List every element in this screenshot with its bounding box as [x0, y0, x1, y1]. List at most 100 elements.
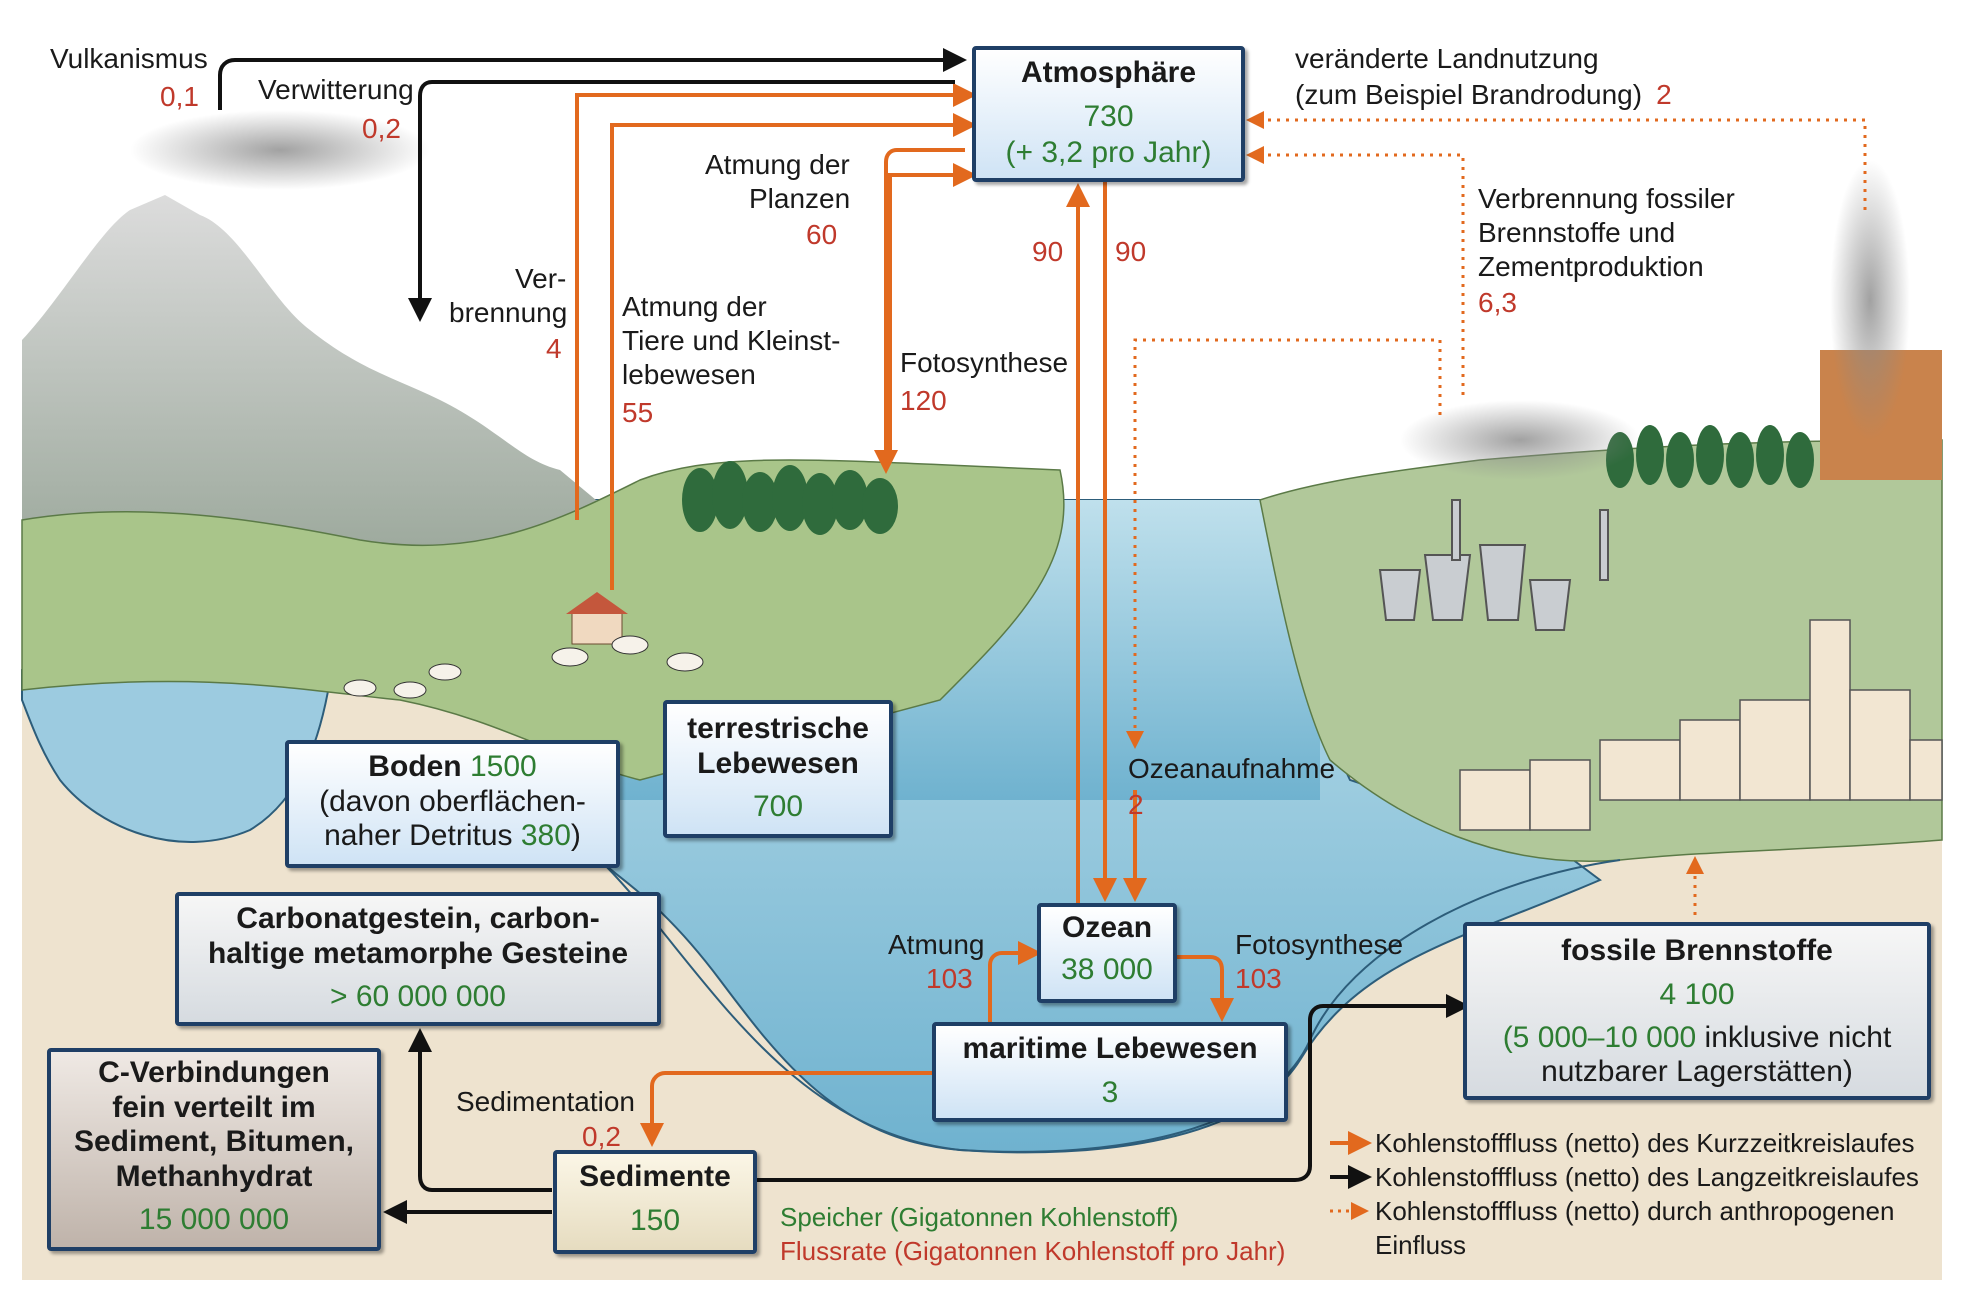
- legend-anthropogenic-2: Einfluss: [1375, 1230, 1467, 1260]
- marine-photo-value: 103: [1235, 963, 1282, 994]
- fossil-line3: nutzbarer Lagerstätten): [1541, 1055, 1853, 1088]
- fossil-burning-label-2: Brennstoffe und: [1478, 217, 1676, 248]
- anthropogenic-arrows: [1126, 111, 1867, 915]
- atmosphere-box: Atmosphäre 730 (+ 3,2 pro Jahr): [972, 46, 1245, 182]
- marine-title: maritime Lebewesen: [962, 1032, 1258, 1065]
- city: [1459, 619, 1943, 831]
- sediments-title: Sedimente: [579, 1160, 731, 1193]
- forest: [682, 461, 898, 535]
- arrow-sedimentation: [640, 1071, 935, 1147]
- power-plant: [1378, 499, 1609, 631]
- atmosphere-note: (+ 3,2 pro Jahr): [1005, 135, 1212, 169]
- short-cycle-arrows: [575, 83, 1234, 1147]
- legend-arrows: [1330, 1131, 1372, 1220]
- animal-resp-value: 55: [622, 397, 654, 428]
- weathering-value: 0,2: [362, 113, 401, 144]
- key-storage: Speicher (Gigatonnen Kohlenstoff): [780, 1202, 1179, 1232]
- cfine-box: C-Verbindungen fein verteilt im Sediment…: [47, 1048, 381, 1251]
- sedimentation-label: Sedimentation: [456, 1086, 636, 1117]
- combustion-label-2: brennung: [449, 297, 568, 328]
- arrow-land-use: [1246, 111, 1867, 210]
- ocean-down-value: 90: [1115, 236, 1147, 267]
- land-use-example: (zum Beispiel Brandrodung): [1295, 79, 1643, 110]
- terrestrial-box: terrestrische Lebewesen 700: [663, 700, 893, 838]
- sediments-value: 150: [629, 1203, 681, 1237]
- arrow-fossil-burning: [1246, 146, 1465, 395]
- plant-resp-label-1: Atmung der: [705, 149, 850, 180]
- legend-anthropogenic-1: Kohlenstofffluss (netto) durch anthropog…: [1375, 1196, 1895, 1226]
- cfine-title-2: fein verteilt im: [112, 1090, 316, 1124]
- marine-resp-value: 103: [926, 963, 973, 994]
- ocean-box: Ozean 38 000: [1037, 903, 1177, 1003]
- soil-title: Boden: [368, 750, 462, 783]
- carbonate-title-2: haltige metamorphe Gesteine: [207, 936, 629, 970]
- seabed-outline: [599, 859, 1621, 1153]
- fossil-line2: (5 000–10 000 inklusive nicht: [1467, 1021, 1927, 1056]
- arrow-weathering: [408, 80, 955, 322]
- land-use-value: 2: [1656, 79, 1672, 110]
- arrow-ocean-uptake-dotted: [1126, 338, 1442, 749]
- terrestrial-title-1: terrestrische: [687, 712, 869, 745]
- fossil-range-note: inklusive nicht: [1704, 1020, 1892, 1054]
- carbonate-value: > 60 000 000: [329, 980, 506, 1013]
- arrow-land-photosynthesis-visible: [874, 148, 965, 474]
- soil-box: Boden 1500 (davon oberflächen- naher Det…: [285, 740, 620, 868]
- fossil-burning-label-3: Zementproduktion: [1478, 251, 1704, 282]
- combustion-value: 4: [546, 333, 562, 364]
- soil-line3: naher Detritus 380): [289, 819, 616, 854]
- arrow-animal-respiration: [610, 113, 977, 590]
- arrow-sediment-to-fossil: [752, 994, 1470, 1182]
- fossil-burning-value: 6,3: [1478, 287, 1517, 318]
- weathering-label: Verwitterung: [258, 74, 414, 105]
- fossil-title: fossile Brennstoffe: [1561, 934, 1833, 967]
- marine-box: maritime Lebewesen 3: [932, 1022, 1288, 1122]
- ocean-up-value: 90: [1032, 236, 1064, 267]
- marine-resp-label: Atmung: [888, 929, 985, 960]
- ocean-uptake-label: Ozeanaufnahme: [1128, 753, 1336, 784]
- arrow-combustion-orange: [575, 83, 977, 520]
- soil-line3-close: ): [570, 819, 581, 852]
- soil-detritus-value: 380: [520, 819, 571, 852]
- soil-detritus-label: naher Detritus: [324, 819, 521, 852]
- cfine-title-3: Sediment, Bitumen,: [73, 1125, 355, 1158]
- farmhouse: [566, 592, 628, 645]
- fossil-box: fossile Brennstoffe 4 100 (5 000–10 000 …: [1463, 922, 1931, 1100]
- land-use-label-2: (zum Beispiel Brandrodung) 2: [1295, 78, 1672, 112]
- ocean-uptake-value: 2: [1128, 789, 1144, 820]
- fossil-burning-label-1: Verbrennung fossiler: [1478, 183, 1735, 214]
- cfine-title-4: Methanhydrat: [115, 1159, 313, 1193]
- carbonate-title-1: Carbonatgestein, carbon-: [236, 902, 600, 935]
- marine-photo-label: Fotosynthese: [1235, 929, 1404, 960]
- volcanism-label: Vulkanismus: [50, 43, 208, 74]
- carbonate-box: Carbonatgestein, carbon- haltige metamor…: [175, 892, 661, 1026]
- sedimentation-value: 0,2: [582, 1121, 621, 1152]
- factory-smoke: [1400, 400, 1640, 480]
- cattle: [343, 635, 704, 699]
- combustion-label-1: Ver-: [515, 263, 567, 294]
- atmosphere-value: 730: [1083, 99, 1134, 133]
- arrow-marine-respiration: [988, 941, 1042, 1025]
- fire-smoke: [1830, 160, 1910, 440]
- arrow-sediment-to-carbonate: [408, 1028, 552, 1192]
- fossil-range: (5 000–10 000: [1502, 1020, 1705, 1054]
- cfine-title-1: C-Verbindungen: [98, 1056, 330, 1089]
- long-cycle-arrows: [218, 48, 1470, 1224]
- ocean-title: Ozean: [1061, 911, 1153, 944]
- photosynthesis-land-label: Fotosynthese: [900, 347, 1069, 378]
- arrow-plant-respiration: [888, 163, 977, 455]
- cfine-value: 15 000 000: [138, 1203, 290, 1236]
- photosynthesis-land-value: 120: [900, 385, 947, 416]
- fossil-value: 4 100: [1659, 977, 1735, 1011]
- animal-resp-label-3: lebewesen: [622, 359, 756, 390]
- arrow-marine-photosynthesis: [1170, 955, 1234, 1022]
- arrow-volcanism: [218, 48, 967, 110]
- terrestrial-title-2: Lebewesen: [697, 746, 859, 780]
- legend-short-cycle: Kohlenstofffluss (netto) des Kurzzeitkre…: [1375, 1128, 1915, 1158]
- plant-resp-label-2: Planzen: [749, 183, 851, 214]
- atmosphere-title: Atmosphäre: [1020, 56, 1197, 89]
- animal-resp-label-2: Tiere und Kleinst-: [622, 325, 841, 356]
- soil-title-line: Boden 1500: [289, 750, 616, 785]
- terrestrial-value: 700: [752, 790, 804, 823]
- volcanism-value: 0,1: [160, 81, 199, 112]
- ocean-value: 38 000: [1061, 952, 1153, 986]
